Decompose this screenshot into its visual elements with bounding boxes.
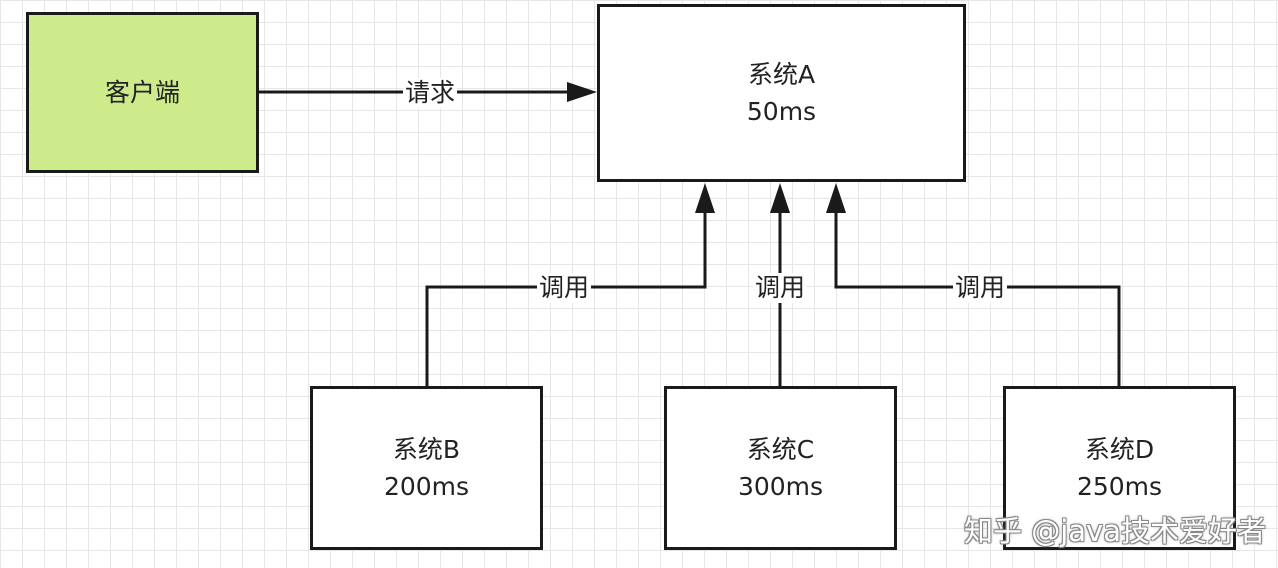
watermark-text: 知乎 @java技术爱好者	[964, 514, 1266, 548]
system-a-time: 50ms	[746, 97, 817, 126]
system-b-time: 200ms	[383, 472, 470, 501]
call-c-arrowhead-icon	[770, 183, 790, 213]
system-a-node[interactable]: 系统A 50ms	[597, 4, 966, 182]
system-b-node[interactable]: 系统B 200ms	[310, 386, 543, 550]
call-d-arrowhead-icon	[826, 183, 846, 213]
call-d-edge-label: 调用	[952, 273, 1008, 303]
system-c-node[interactable]: 系统C 300ms	[664, 386, 897, 550]
system-d-name: 系统D	[1084, 435, 1155, 464]
client-label: 客户端	[104, 78, 180, 107]
system-b-name: 系统B	[392, 435, 461, 464]
request-edge-label: 请求	[402, 78, 458, 108]
call-b-edge-label: 调用	[536, 273, 592, 303]
call-c-edge-label: 调用	[752, 273, 808, 303]
system-d-node[interactable]: 系统D 250ms	[1003, 386, 1236, 550]
request-arrowhead-icon	[567, 82, 597, 102]
system-c-name: 系统C	[746, 435, 815, 464]
system-a-name: 系统A	[747, 60, 816, 89]
call-b-arrowhead-icon	[695, 183, 715, 213]
client-node[interactable]: 客户端	[26, 12, 259, 173]
system-c-time: 300ms	[737, 472, 824, 501]
system-d-time: 250ms	[1076, 472, 1163, 501]
